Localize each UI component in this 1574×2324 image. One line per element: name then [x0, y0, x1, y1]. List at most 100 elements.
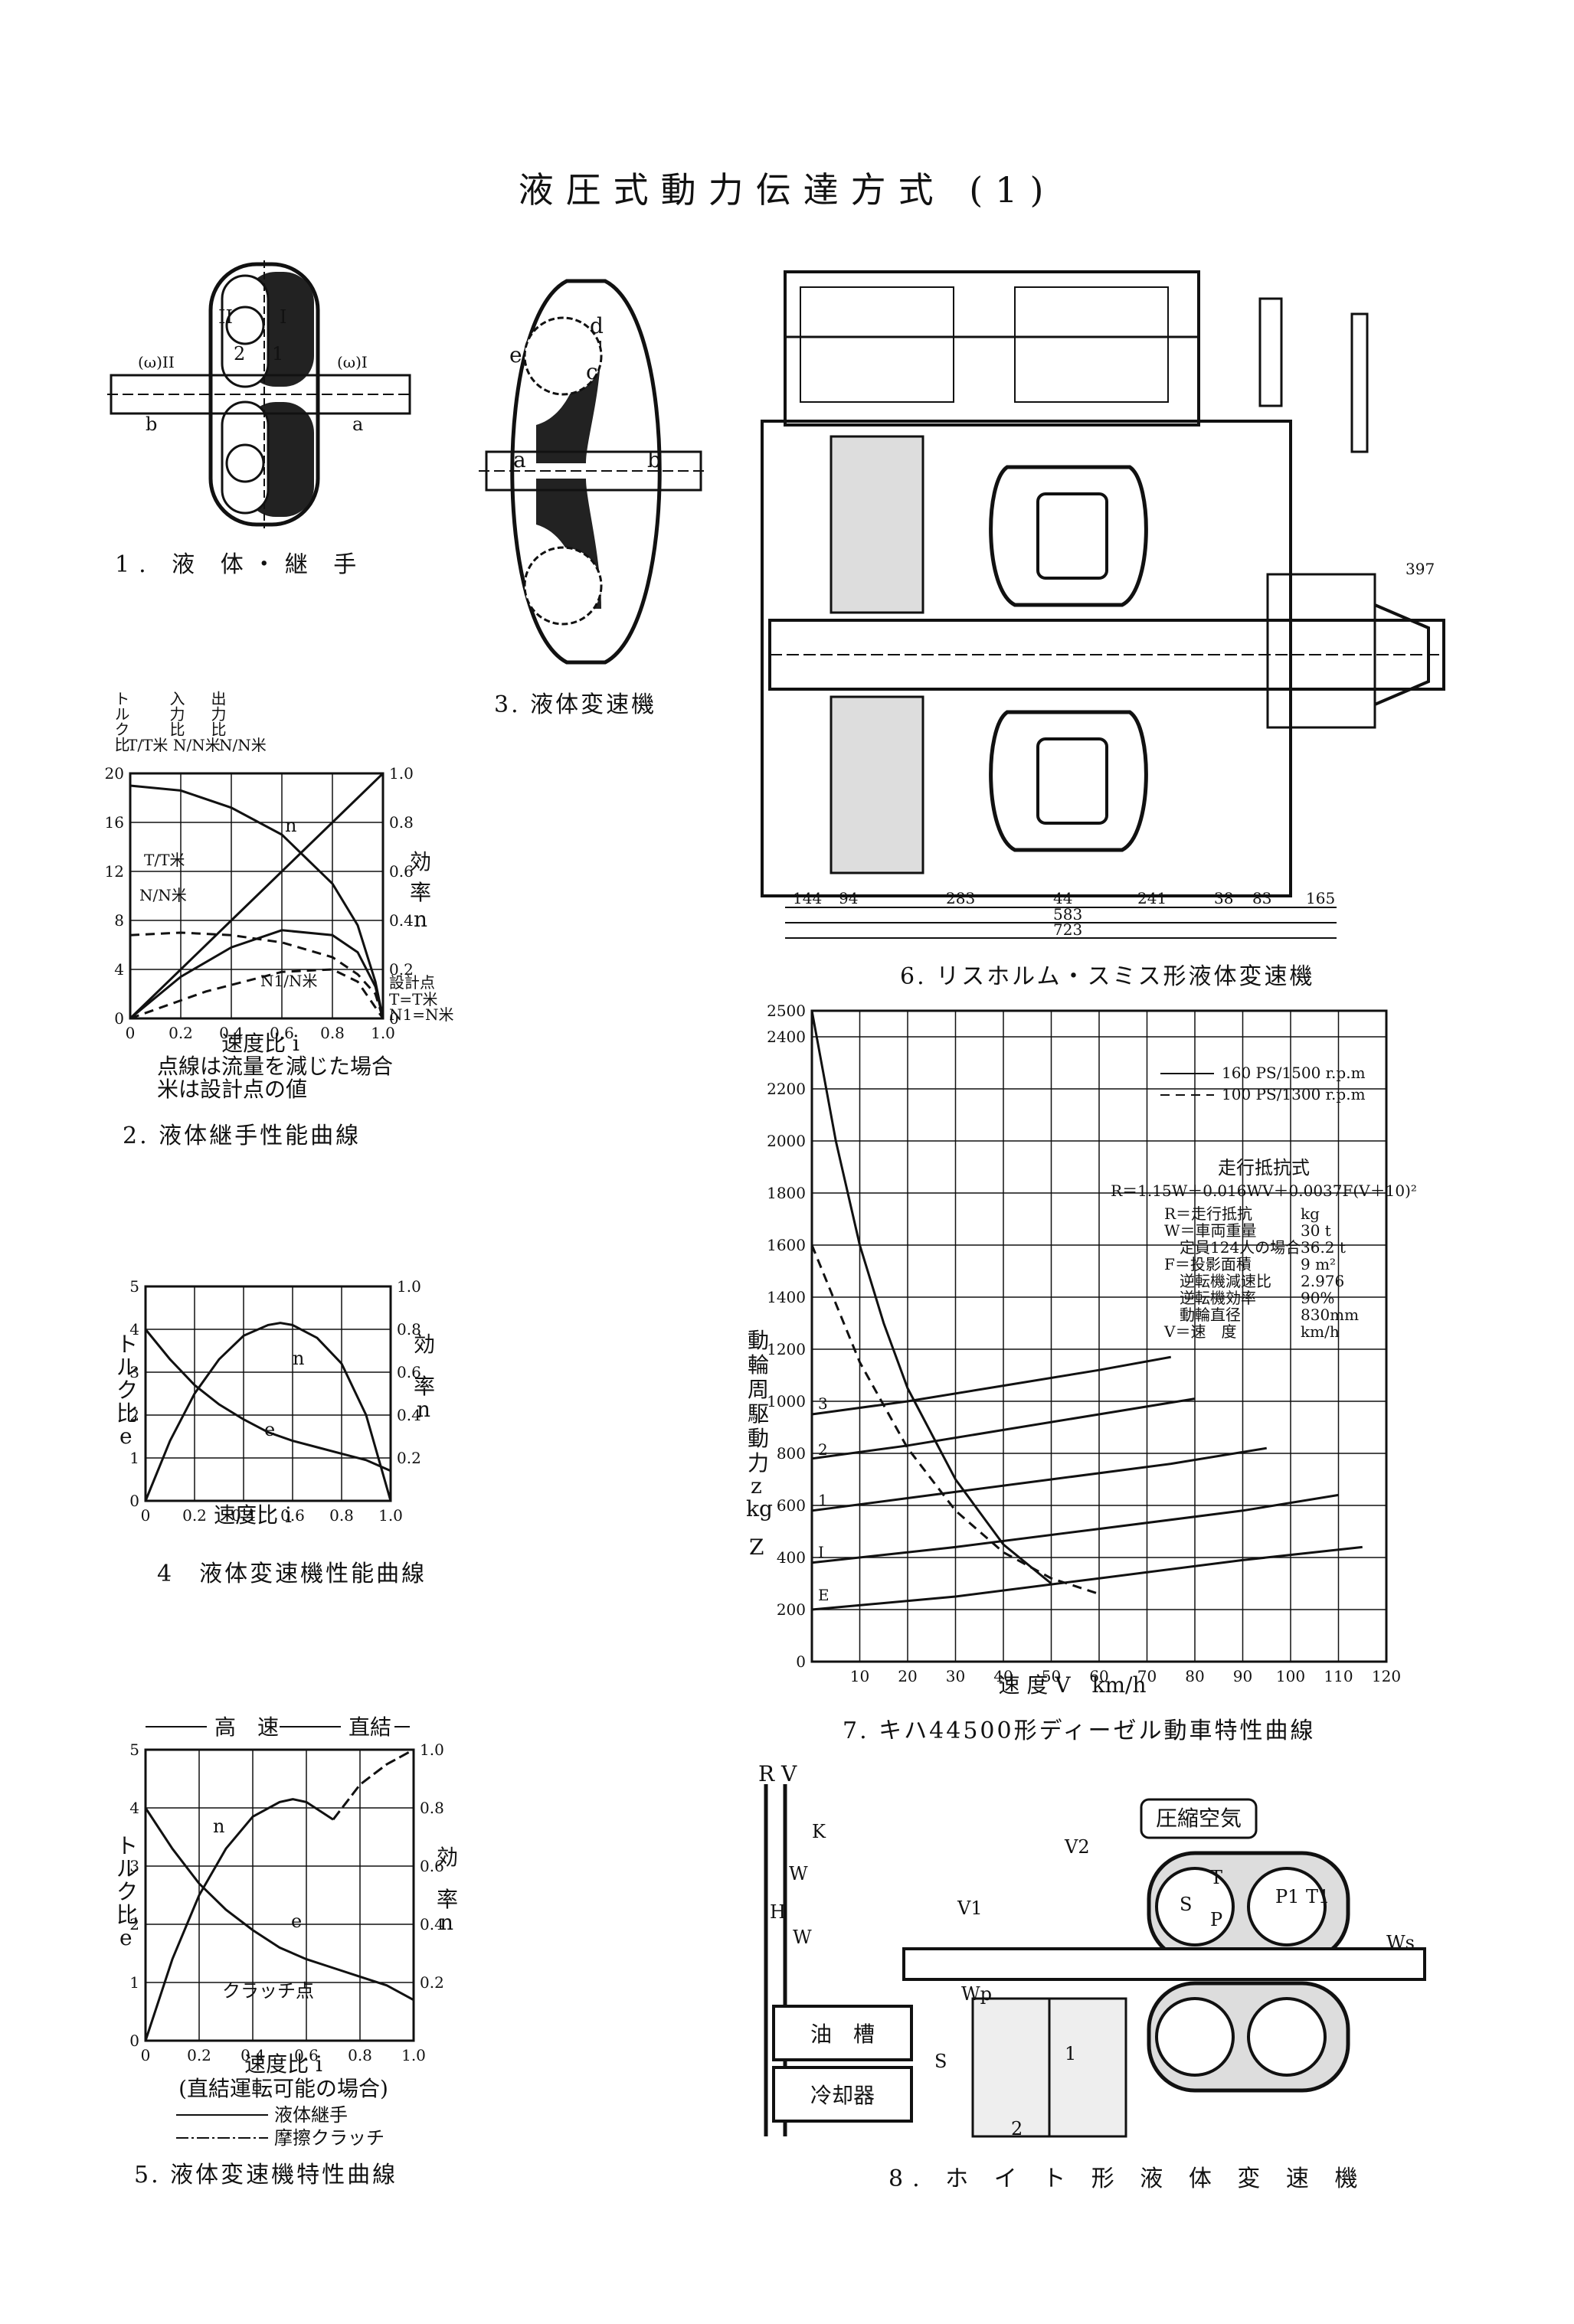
fig7-xtick-label: 50 — [1042, 1667, 1061, 1685]
fig7-param-4-name: 逆転機減速比 — [1164, 1272, 1271, 1290]
fig2-series-1 — [129, 772, 385, 1020]
fig4-xlabel: 速度比 i — [214, 1502, 292, 1528]
fig5-series-2 — [144, 1798, 334, 2041]
fig6-dim-583: 583 — [1053, 905, 1082, 923]
fig7-chart: 動 輪 周 駆 動 力 z kg Z 速 度 V km/h 160 PS/150… — [746, 1002, 1417, 1698]
fig4-caption: 4 液体変速機性能曲線 — [157, 1561, 427, 1587]
fig7-ytick-label: 2500 — [767, 1002, 806, 1020]
fig2-col-sub-3: N/N米 — [219, 736, 267, 754]
fig7-legend-160: 160 PS/1500 r.p.m — [1222, 1064, 1366, 1082]
fig5-series-3 — [332, 1748, 414, 1821]
fig4-xtick-label: 0.6 — [280, 1506, 305, 1525]
fig7-series-3 — [811, 1446, 1267, 1512]
fig7-ytick-label: 600 — [777, 1496, 806, 1515]
fig7-ytick-label: 1200 — [767, 1340, 806, 1358]
fig7-left-label-6: 力 — [748, 1450, 769, 1476]
fig7-caption: 7. キハ44500形ディーゼル動車特性曲線 — [843, 1718, 1316, 1744]
fig4-xtick-label: 0.8 — [329, 1506, 354, 1525]
fig5-right-label-1: 効 — [437, 1845, 458, 1870]
fig7-ytick-label: 2400 — [767, 1028, 806, 1046]
fig7-ytick-label: 2200 — [767, 1080, 806, 1098]
fig3-label-a: a — [513, 447, 526, 472]
fig2-col-sub-2: N/N米 — [173, 736, 221, 754]
fig7-ytick-label: 0 — [796, 1652, 806, 1671]
fig7-left-label-8: kg — [746, 1496, 773, 1522]
fig2-curve-label-T: T/T米 — [144, 851, 185, 869]
fig3-caption: 3. 液体変速機 — [494, 691, 657, 718]
fig2-ytick-label: 0 — [114, 1009, 124, 1028]
fig7-param-1-value: 30 t — [1301, 1221, 1331, 1240]
fig5-left-label-2: ル — [116, 1856, 138, 1881]
fig7-param-7-value: km/h — [1301, 1322, 1340, 1341]
fig2-col-head-output: 出力比 — [208, 691, 227, 737]
fig7-ytick-label: 1600 — [767, 1236, 806, 1254]
fig4-left-label-2: ル — [116, 1355, 138, 1380]
fig2-ytick-right-label: 0.6 — [389, 862, 414, 881]
fig7-xtick-label: 120 — [1372, 1667, 1401, 1685]
fig1-label-I: I — [280, 306, 286, 328]
fig5-xtick-label: 0.2 — [187, 2046, 211, 2064]
fig7-curve-mark-2: 2 — [818, 1440, 828, 1459]
fig8-box-compressed-air: 圧縮空気 — [1156, 1806, 1242, 1831]
fig7-param-2-name: 定員124人の場合 — [1164, 1238, 1301, 1257]
fig2-series-2 — [129, 784, 385, 1019]
fig5-left-label-3: ク — [116, 1879, 138, 1904]
fig4-left-label-1: ト — [116, 1332, 138, 1357]
fig7-param-1-name: W＝車両重量 — [1164, 1221, 1257, 1240]
fig4-ytick-right-label: 0.8 — [397, 1320, 421, 1339]
fig7-left-label-4: 駆 — [748, 1401, 769, 1427]
fig4-xtick-label: 0.4 — [231, 1506, 256, 1525]
fig2-xtick-label: 0.4 — [219, 1024, 244, 1042]
fig2-xtick-label: 0.2 — [169, 1024, 193, 1042]
fig5-top-label-highspeed: 高 速 — [214, 1714, 279, 1740]
fig5-xlabel: 速度比 i — [244, 2051, 322, 2077]
fig8-caption: 8. ホ イ ト 形 液 体 変 速 機 — [888, 2165, 1367, 2192]
fig1-label-omega-I: (ω)I — [337, 353, 368, 371]
fig5-ytick-right-label: 0.6 — [420, 1857, 444, 1875]
fig1-label-2: 2 — [234, 343, 245, 364]
fig4-curve-label-e: e — [264, 1419, 275, 1440]
fig4-left-label-3: ク — [116, 1378, 138, 1403]
fig6-dim-44: 44 — [1053, 889, 1072, 907]
fig5-curve-label-n: n — [213, 1816, 224, 1837]
fig4-ytick-right-label: 0.4 — [397, 1406, 421, 1424]
fig3-torque-converter-drawing — [479, 279, 708, 665]
fig2-ytick-label: 12 — [105, 862, 124, 881]
fig7-xtick-label: 20 — [898, 1667, 917, 1685]
fig7-series-2 — [811, 1397, 1196, 1460]
fig8-label-W2: W — [793, 1927, 812, 1948]
fig7-left-label-1: 動 — [748, 1328, 769, 1353]
fig6-dim-241: 241 — [1137, 889, 1167, 907]
fig7-xtick-label: 30 — [946, 1667, 965, 1685]
fig5-left-label-4: 比 — [116, 1902, 138, 1927]
fig7-legend-100: 100 PS/1300 r.p.m — [1222, 1085, 1366, 1103]
fig1-caption: 1. 液 体・継 手 — [115, 551, 366, 578]
fig2-ytick-label: 8 — [114, 911, 124, 930]
fig2-ytick-right-label: 0.4 — [389, 911, 414, 930]
fig7-series-5 — [811, 1545, 1363, 1611]
fig4-ytick-label: 5 — [129, 1277, 139, 1296]
fig3-label-c: c — [586, 359, 598, 384]
fig8-label-R: R — [758, 1761, 775, 1786]
fig6-caption: 6. リスホルム・スミス形液体変速機 — [900, 963, 1315, 990]
fig7-left-label-5: 動 — [748, 1426, 769, 1451]
fig2-chart: トルク比 入力比 出力比 T/T米 N/N米 N/N米 n T/T米 N/N米 … — [105, 691, 454, 1056]
fig6-dim-283: 283 — [946, 889, 975, 907]
fig2-ytick-label: 20 — [105, 764, 124, 783]
fig7-xtick-label: 110 — [1324, 1667, 1353, 1685]
fig4-ytick-label: 3 — [129, 1363, 139, 1381]
fig7-left-label-3: 周 — [748, 1377, 769, 1402]
fig4-right-label-2: 率 — [414, 1374, 435, 1399]
fig4-ytick-label: 1 — [129, 1449, 139, 1467]
fig7-ytick-label: 800 — [777, 1444, 806, 1463]
fig7-xtick-label: 70 — [1137, 1667, 1157, 1685]
fig4-left-label-5: e — [119, 1423, 133, 1449]
fig2-caption: 2. 液体継手性能曲線 — [123, 1123, 362, 1149]
fig6-dim-83: 83 — [1252, 889, 1271, 907]
fig7-ytick-label: 200 — [777, 1600, 806, 1619]
fig5-curve-label-e: e — [291, 1911, 302, 1932]
fig7-ytick-label: 2000 — [767, 1132, 806, 1150]
fig2-xlabel: 速度比 i — [221, 1031, 299, 1056]
fig5-xtick-label: 1.0 — [401, 2046, 426, 2064]
